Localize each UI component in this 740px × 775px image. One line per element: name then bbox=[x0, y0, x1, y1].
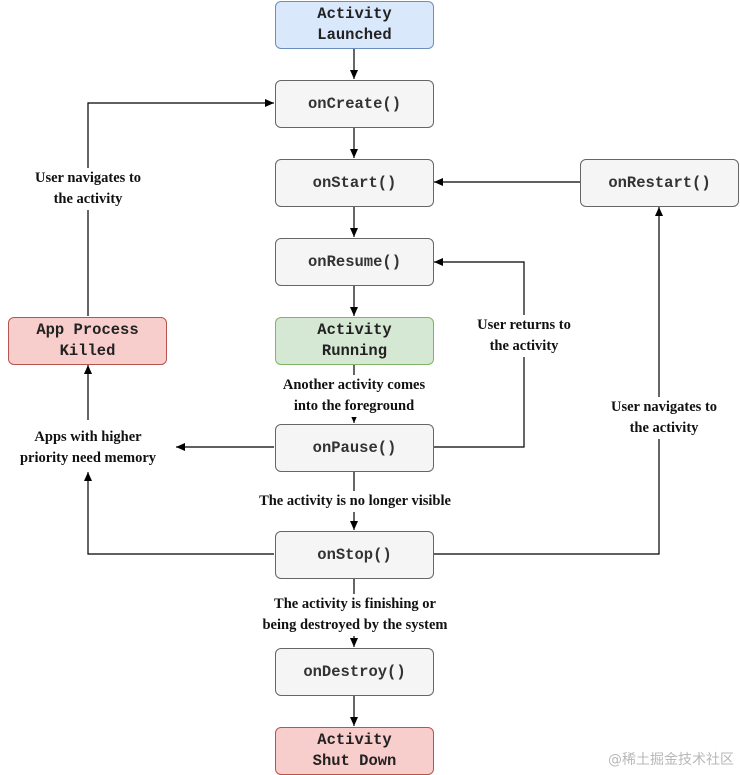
on-restart-node: onRestart() bbox=[580, 159, 739, 207]
on-destroy-node: onDestroy() bbox=[275, 648, 434, 696]
label-user-returns: User returns to the activity bbox=[458, 315, 590, 357]
activity-running-node: Activity Running bbox=[275, 317, 434, 365]
edge-stop-to-restart bbox=[434, 207, 663, 555]
edge-stop-to-memory bbox=[84, 472, 274, 555]
on-start-node: onStart() bbox=[275, 159, 434, 207]
on-stop-node: onStop() bbox=[275, 531, 434, 579]
app-process-killed-node: App Process Killed bbox=[8, 317, 167, 365]
label-finishing: The activity is finishing or being destr… bbox=[250, 594, 460, 636]
label-another-activity: Another activity comes into the foregrou… bbox=[268, 375, 440, 417]
activity-shut-down-node: Activity Shut Down bbox=[275, 727, 434, 775]
watermark: @稀土掘金技术社区 bbox=[608, 752, 734, 768]
edge-killed-to-create bbox=[87, 99, 274, 316]
on-pause-node: onPause() bbox=[275, 424, 434, 472]
label-no-longer-visible: The activity is no longer visible bbox=[244, 491, 466, 512]
label-user-navigates-right: User navigates to the activity bbox=[592, 397, 736, 439]
on-resume-node: onResume() bbox=[275, 238, 434, 286]
label-user-navigates-left: User navigates to the activity bbox=[16, 168, 160, 210]
activity-launched-node: Activity Launched bbox=[275, 1, 434, 49]
on-create-node: onCreate() bbox=[275, 80, 434, 128]
label-higher-priority: Apps with higher priority need memory bbox=[19, 429, 157, 466]
